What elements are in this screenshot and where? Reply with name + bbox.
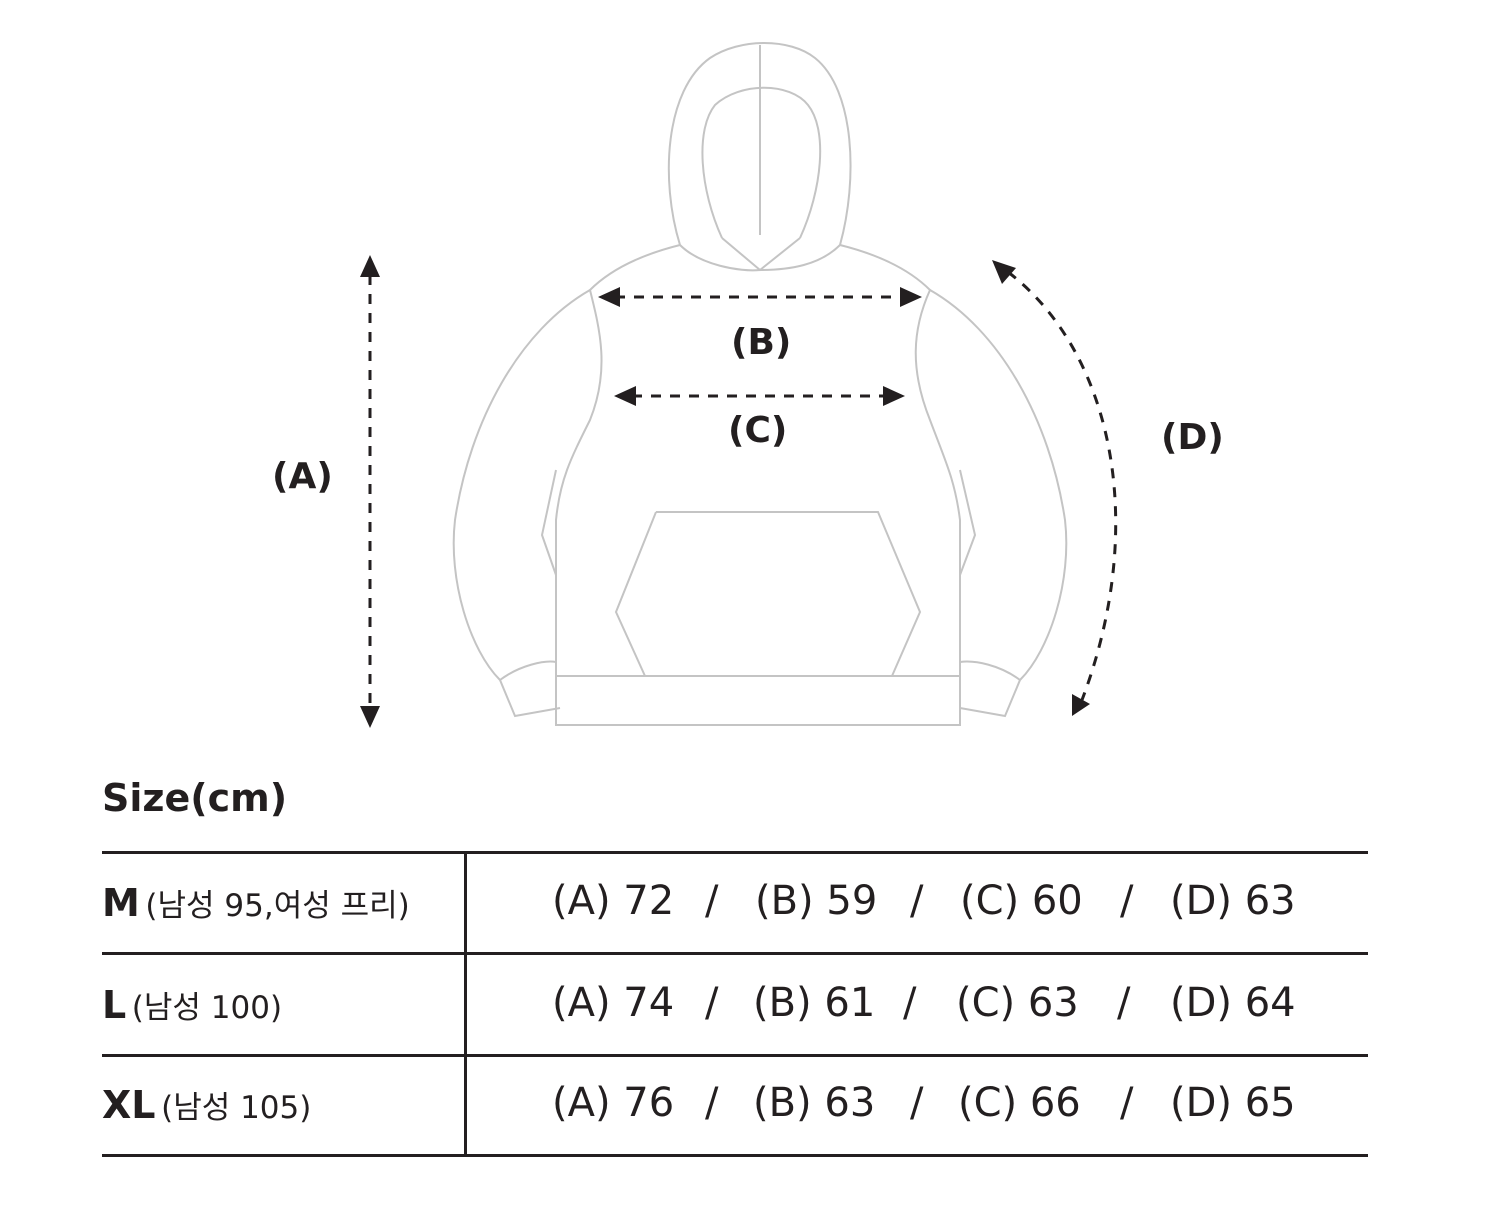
separator: / <box>910 1080 924 1126</box>
size-note: (남성 100) <box>131 990 283 1026</box>
label-b: (B) <box>731 322 792 363</box>
measure-b: (B) 63 <box>753 1080 876 1126</box>
separator: / <box>910 878 924 924</box>
measure-a: (A) 74 <box>552 980 675 1026</box>
arrow-heads <box>360 255 1090 728</box>
label-a: (A) <box>272 456 333 497</box>
row-size: M (남성 95,여성 프리) <box>102 880 410 925</box>
measure-d: (D) 65 <box>1170 1080 1296 1126</box>
separator: / <box>1117 980 1131 1026</box>
measure-arrows <box>368 270 1118 710</box>
label-d: (D) <box>1161 417 1224 458</box>
size-letter: M <box>102 881 140 925</box>
measure-b: (B) 59 <box>755 878 878 924</box>
row-size: L (남성 100) <box>102 982 282 1027</box>
size-letter: XL <box>102 1083 156 1127</box>
separator: / <box>705 980 719 1026</box>
divider <box>464 852 467 1156</box>
measure-c: (C) 60 <box>960 878 1083 924</box>
measure-c: (C) 63 <box>956 980 1079 1026</box>
divider <box>102 851 1368 854</box>
hoodie-diagram <box>360 42 1118 728</box>
measure-d: (D) 63 <box>1170 878 1296 924</box>
label-c: (C) <box>728 410 788 451</box>
size-letter: L <box>102 983 127 1027</box>
separator: / <box>1120 1080 1134 1126</box>
size-note: (남성 95,여성 프리) <box>145 888 410 924</box>
separator: / <box>903 980 917 1026</box>
measure-a: (A) 76 <box>552 1080 675 1126</box>
size-table-title: Size(cm) <box>102 776 288 820</box>
measure-b: (B) 61 <box>753 980 876 1026</box>
measure-c: (C) 66 <box>958 1080 1081 1126</box>
measure-a: (A) 72 <box>552 878 675 924</box>
separator: / <box>705 1080 719 1126</box>
measure-d: (D) 64 <box>1170 980 1296 1026</box>
divider <box>102 1054 1368 1057</box>
size-note: (남성 105) <box>161 1090 312 1126</box>
divider <box>102 952 1368 955</box>
separator: / <box>705 878 719 924</box>
hoodie-outline <box>452 42 1068 726</box>
row-size: XL (남성 105) <box>102 1082 311 1127</box>
separator: / <box>1120 878 1134 924</box>
divider <box>102 1154 1368 1157</box>
